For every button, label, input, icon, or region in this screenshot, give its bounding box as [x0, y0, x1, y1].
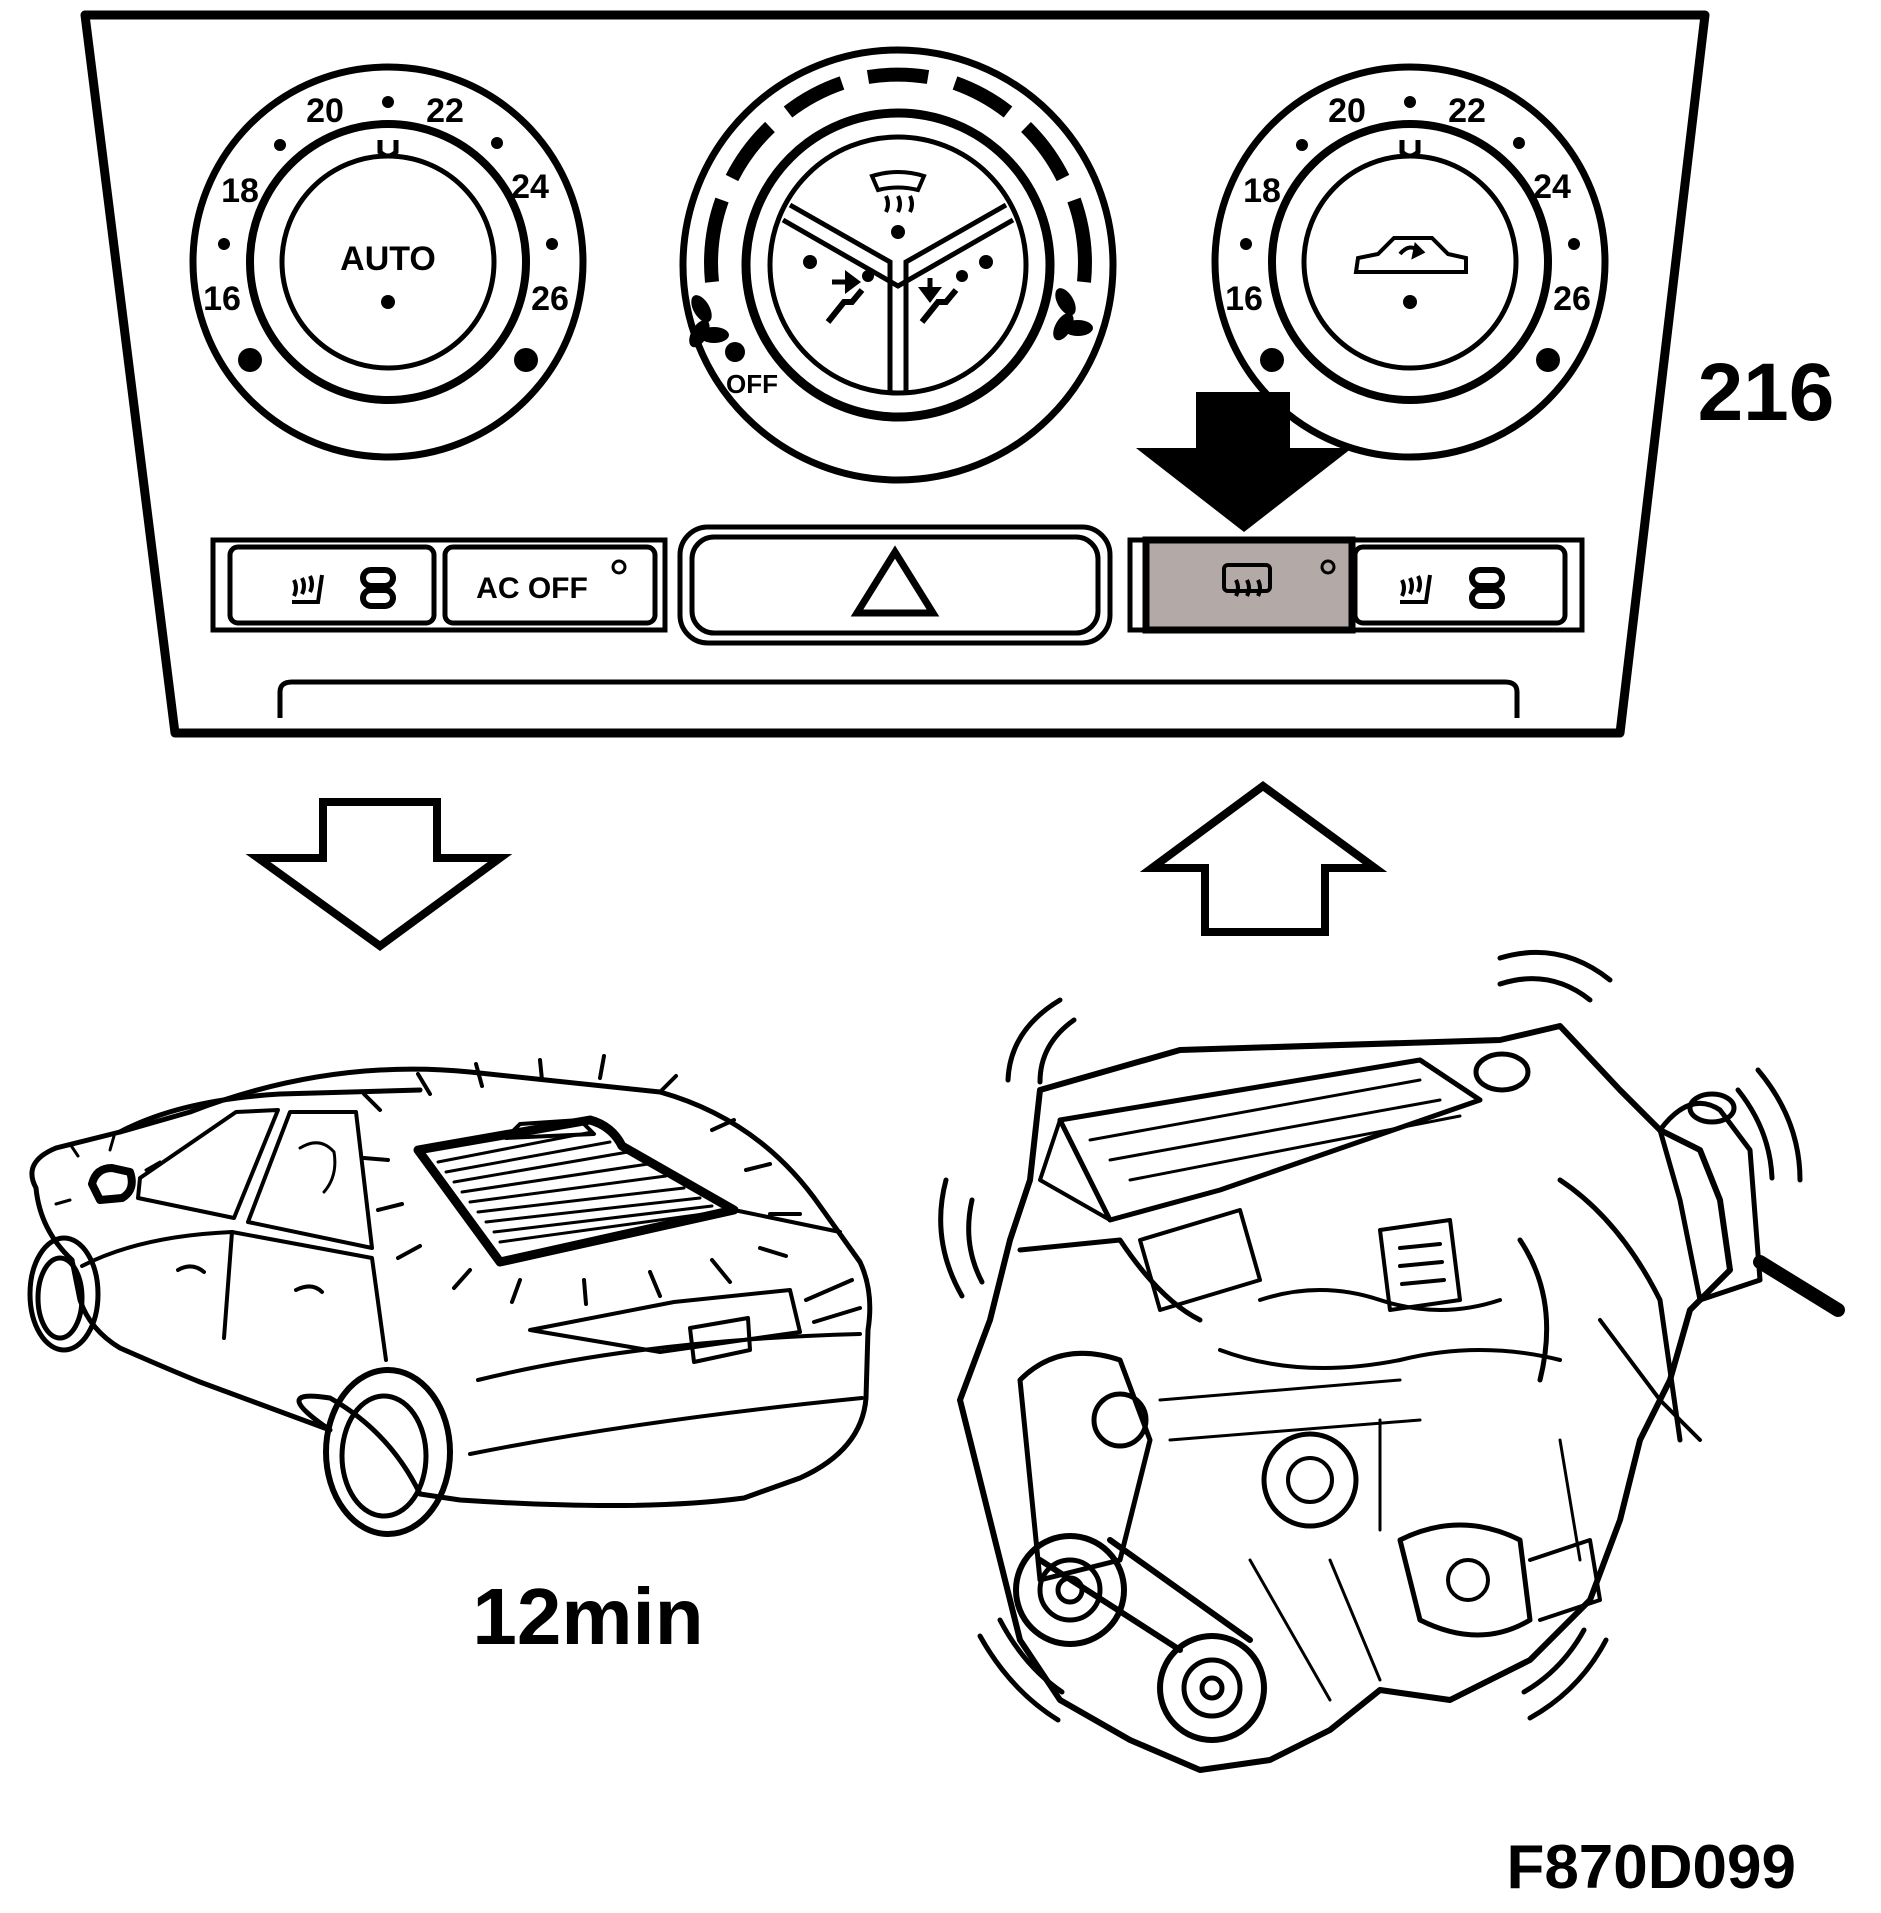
ac-off-button[interactable]: AC OFF: [476, 559, 627, 605]
right-dial-tick-24: 24: [1533, 168, 1571, 206]
defrost-windshield-icon: [869, 170, 927, 213]
arrow-up-outline-icon: [1139, 781, 1388, 936]
rear-defrost-button[interactable]: [1142, 536, 1356, 634]
panel-lower-slot: [277, 679, 1520, 718]
right-dial-tick-16: 16: [1225, 280, 1263, 318]
left-dial-pointer-notch: [377, 140, 399, 159]
seat-heat-level-icon: [360, 567, 396, 609]
left-dial-tick-18: 18: [221, 172, 259, 210]
face-vent-dot: [803, 255, 817, 269]
right-dial-tick-26: 26: [1553, 280, 1591, 318]
fan-icon: [689, 295, 729, 348]
fan-off-dot: [725, 342, 745, 362]
ac-off-indicator-led: [611, 559, 627, 575]
right-dial-inner: [1301, 153, 1519, 371]
rear-defrost-indicator-led: [1320, 559, 1336, 575]
left-dial-tick-26: 26: [531, 280, 569, 318]
right-dial-tick-20: 20: [1328, 92, 1366, 130]
seat-heat-icon: [1400, 574, 1432, 604]
auto-label: AUTO: [340, 240, 436, 278]
floor-vent-dot: [979, 255, 993, 269]
recirculation-car-icon: [1353, 236, 1468, 274]
right-seat-heat-button[interactable]: [1400, 567, 1505, 609]
left-button-strip: [210, 537, 668, 633]
right-temperature-dial[interactable]: 16 18 20 22 24 26: [1211, 63, 1609, 461]
arrow-down-outline-icon: [245, 798, 513, 951]
left-dial-dots: [218, 96, 558, 372]
fan-dial-inner: [767, 134, 1029, 396]
rear-defrost-icon: [1222, 563, 1272, 597]
callout-number: 216: [1698, 347, 1835, 438]
vent-floor-icon: [918, 270, 968, 324]
fan-icon-max: [1053, 288, 1093, 341]
right-dial-tick-22: 22: [1448, 92, 1486, 130]
fan-distribution-dial[interactable]: OFF: [679, 46, 1117, 484]
left-dial-tick-22: 22: [426, 92, 464, 130]
fan-dial-spokes: [781, 202, 1015, 392]
left-dial-tick-20: 20: [306, 92, 344, 130]
arrow-down-solid-icon: [1136, 392, 1352, 532]
duration-label: 12min: [472, 1572, 703, 1661]
defrost-indicator-dot: [891, 225, 905, 239]
hazard-triangle-icon: [850, 545, 940, 617]
car-rear-window-icon: [27, 1054, 873, 1537]
left-dial-tick-16: 16: [203, 280, 241, 318]
engine-icon: [938, 949, 1845, 1773]
fan-off-label: OFF: [726, 369, 778, 399]
fan-speed-scale: [704, 67, 1092, 283]
figure-code: F870D099: [1506, 1833, 1796, 1902]
left-dial-tick-24: 24: [511, 168, 549, 206]
seat-heat-icon: [292, 574, 324, 604]
right-dial-tick-18: 18: [1243, 172, 1281, 210]
recirculation-indicator-dot: [1403, 295, 1417, 309]
left-seat-heat-button[interactable]: [292, 567, 396, 609]
vent-face-icon: [825, 270, 874, 324]
left-temperature-dial[interactable]: 16 18 20 22 24 26 AUTO: [189, 63, 587, 461]
seat-heat-level-icon: [1469, 567, 1505, 609]
right-dial-dots: [1240, 96, 1580, 372]
auto-indicator-dot: [381, 295, 395, 309]
hazard-button[interactable]: [677, 524, 1113, 646]
climate-control-panel: 16 18 20 22 24 26 AUTO: [80, 10, 1710, 738]
ac-off-label: AC OFF: [476, 572, 588, 605]
right-dial-pointer-notch: [1399, 140, 1421, 159]
